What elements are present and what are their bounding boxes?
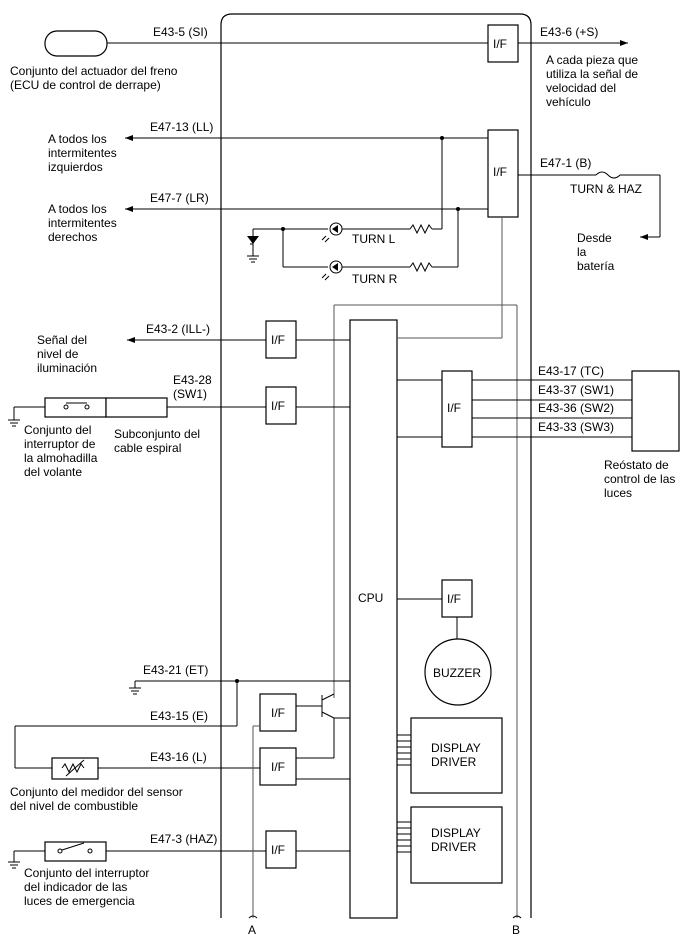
battery-label-2: la [577, 245, 587, 259]
connector-e47-1: E47-1 (B) [540, 156, 591, 170]
ground-symbol [129, 687, 141, 695]
turn-r-resistor-icon [409, 261, 433, 273]
fuel-label-2: del nivel de combustible [10, 799, 138, 813]
point-b-label: B [512, 923, 520, 937]
connector-e43-5: E43-5 (SI) [153, 25, 208, 39]
if-rheostat-label: I/F [447, 401, 461, 415]
connector-e43-15: E43-15 (E) [150, 709, 208, 723]
speed-signal-label-2: utiliza la señal de [546, 67, 638, 81]
if-hazard-label: I/F [271, 843, 285, 857]
if-hazard [265, 830, 297, 869]
brake-actuator-icon [44, 30, 108, 57]
turn-r-label: TURN R [352, 272, 398, 286]
battery-label-1: Desde [577, 231, 612, 245]
hazard-label-1: Conjunto del interruptor [24, 866, 149, 880]
if-steering-switch-label: I/F [271, 399, 285, 413]
if-turn [487, 129, 519, 218]
buzzer-label: BUZZER [433, 666, 481, 680]
cpu-block [349, 319, 398, 919]
turn-haz-label: TURN & HAZ [570, 182, 642, 196]
connector-e43-17: E43-17 (TC) [538, 364, 604, 378]
if-rheostat [441, 370, 473, 448]
rheostat-label-2: control de las [604, 472, 675, 486]
rheostat-icon [631, 370, 680, 452]
if-buzzer [441, 579, 473, 618]
fuel-label-1: Conjunto del medidor del sensor [10, 785, 183, 799]
spiral-cable-icon [105, 397, 168, 418]
ground-symbol [8, 861, 20, 869]
illum-label-2: nivel de [37, 347, 79, 361]
if-turn-label: I/F [493, 165, 507, 179]
spiral-label-2: cable espiral [114, 441, 181, 455]
connector-e43-2: E43-2 (ILL-) [146, 322, 210, 336]
connector-e43-33: E43-33 (SW3) [538, 420, 614, 434]
left-turn-label-2: intermitentes [48, 146, 117, 160]
turn-l-resistor-icon [409, 223, 433, 235]
buzzer-icon [424, 638, 492, 706]
left-turn-label-1: A todos los [48, 132, 107, 146]
right-turn-label-2: intermitentes [48, 216, 117, 230]
hazard-label-2: del indicador de las [24, 880, 127, 894]
connector-e43-21: E43-21 (ET) [143, 663, 208, 677]
display-driver-1-line-2: DRIVER [431, 755, 477, 769]
connector-e43-28a: E43-28 [173, 373, 212, 387]
right-turn-label-3: derechos [48, 230, 97, 244]
display-driver-2-line-1: DISPLAY [431, 826, 481, 840]
if-speed-label: I/F [493, 37, 507, 51]
if-illumination-label: I/F [271, 333, 285, 347]
steering-pad-switch-icon [44, 397, 107, 418]
display-driver-1-line-1: DISPLAY [431, 741, 481, 755]
battery-label-3: batería [577, 259, 615, 273]
fuse-icon [595, 171, 621, 179]
connector-e47-3: E47-3 (HAZ) [150, 832, 217, 846]
right-turn-label-1: A todos los [48, 202, 107, 216]
steering-label-4: del volante [24, 465, 82, 479]
if-e43-15 [259, 693, 297, 732]
illum-label-3: iluminación [37, 361, 97, 375]
ground-symbol [247, 236, 259, 244]
turn-l-label: TURN L [352, 232, 396, 246]
ground-symbol [8, 419, 20, 427]
if-fuel [259, 747, 297, 786]
connector-e43-37: E43-37 (SW1) [538, 383, 614, 397]
hazard-switch-icon [44, 841, 107, 862]
steering-label-3: la almohadilla [24, 451, 98, 465]
rheostat-label-3: luces [604, 486, 632, 500]
if-fuel-label: I/F [271, 760, 285, 774]
if-steering-switch [265, 386, 297, 425]
connector-e43-36: E43-36 (SW2) [538, 401, 614, 415]
brake-actuator-label-1: Conjunto del actuador del freno [10, 64, 178, 78]
display-driver-2 [410, 806, 503, 884]
illum-label-1: Señal del [37, 333, 87, 347]
rheostat-label-1: Reóstato de [604, 458, 669, 472]
hazard-label-3: luces de emergencia [24, 894, 135, 908]
spiral-label-1: Subconjunto del [114, 427, 200, 441]
brake-actuator-label-2: (ECU de control de derrape) [10, 78, 161, 92]
if-speed [487, 24, 519, 63]
connector-e47-7: E47-7 (LR) [150, 191, 209, 205]
cpu-label: CPU [358, 591, 383, 605]
speed-signal-label-3: velocidad del [546, 81, 616, 95]
if-e43-15-label: I/F [271, 706, 285, 720]
steering-label-1: Conjunto del [24, 423, 91, 437]
connector-e43-6: E43-6 (+S) [540, 25, 598, 39]
display-driver-2-line-2: DRIVER [431, 840, 477, 854]
connector-e43-28b: (SW1) [173, 387, 207, 401]
left-turn-label-3: izquierdos [48, 160, 103, 174]
speed-signal-label-4: vehículo [546, 95, 591, 109]
steering-label-2: interruptor de [24, 437, 96, 451]
connector-e43-16: E43-16 (L) [150, 750, 207, 764]
display-driver-1 [410, 717, 503, 794]
point-a-label: A [248, 923, 256, 937]
if-buzzer-label: I/F [447, 592, 461, 606]
connector-e47-13: E47-13 (LL) [150, 120, 213, 134]
speed-signal-label-1: A cada pieza que [546, 53, 638, 67]
